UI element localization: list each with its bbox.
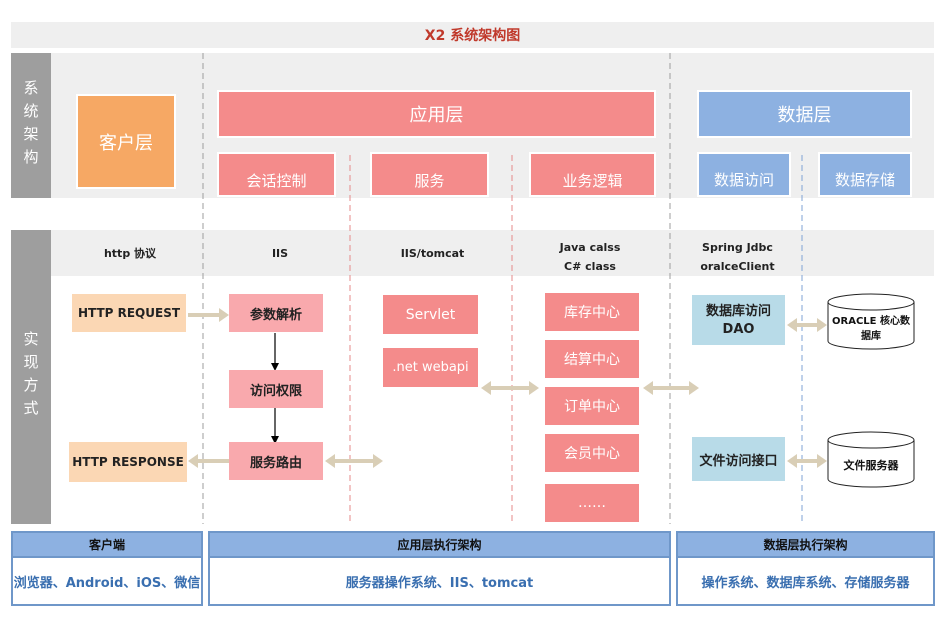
app-sub-session-label: 会话控制	[246, 172, 307, 190]
impl-header-http: http 协议	[60, 238, 200, 268]
impl-header-java-line1: Java calss	[559, 241, 621, 254]
impl-header-spring-line1: Spring Jdbc	[702, 241, 773, 254]
storage-file-label-box: 文件服务器	[828, 450, 914, 480]
data-sub-storage-label: 数据存储	[834, 171, 895, 189]
data-sub-storage: 数据存储	[818, 152, 912, 197]
footer-app-head: 应用层执行架构	[208, 531, 671, 558]
footer-app-head-label: 应用层执行架构	[397, 538, 482, 552]
data-sub-access-label: 数据访问	[713, 171, 774, 189]
app-sub-logic: 业务逻辑	[529, 152, 656, 197]
footer-client-head: 客户端	[11, 531, 203, 558]
app-layer-box: 应用层	[217, 90, 656, 138]
impl-header-spring: Spring Jdbc oralceClient	[680, 238, 795, 274]
footer-client-head-label: 客户端	[88, 538, 125, 552]
data-layer-box: 数据层	[697, 90, 912, 138]
logic-box-inventory-label: 库存中心	[564, 305, 620, 321]
impl-header-iis-label: IIS	[271, 246, 289, 260]
data-layer-label: 数据层	[777, 105, 832, 126]
footer-data-head: 数据层执行架构	[676, 531, 935, 558]
app-sub-service-label: 服务	[414, 172, 445, 190]
app-sub-service: 服务	[370, 152, 489, 197]
storage-file-label: 文件服务器	[843, 459, 899, 472]
storage-db-label: ORACLE 核心数据库	[832, 316, 910, 342]
footer-data-body: 操作系统、数据库系统、存储服务器	[676, 558, 935, 606]
footer-app-body: 服务器操作系统、IIS、tomcat	[208, 558, 671, 606]
footer-data-head-label: 数据层执行架构	[763, 538, 848, 552]
impl-header-iis: IIS	[210, 238, 350, 268]
side-label-implementation: 实现方式	[11, 230, 51, 524]
logic-box-member-label: 会员中心	[564, 446, 620, 462]
logic-box-inventory: 库存中心	[545, 293, 639, 331]
session-box-service-routing-label: 服务路由	[249, 455, 302, 471]
impl-header-iis-tomcat: IIS/tomcat	[360, 238, 505, 268]
data-access-dao-line1: 数据库访问	[705, 304, 771, 319]
data-access-dao-box: 数据库访问 DAO	[692, 295, 785, 345]
service-box-webapi: .net webapi	[383, 348, 478, 387]
implementation-header-band	[11, 230, 934, 276]
impl-header-java: Java calss C# class	[520, 238, 660, 274]
footer-data-body-label: 操作系统、数据库系统、存储服务器	[701, 575, 910, 591]
impl-header-spring-line2: oralceClient	[700, 260, 775, 273]
impl-header-iis-tomcat-label: IIS/tomcat	[400, 246, 465, 260]
footer-client-body-label: 浏览器、Android、iOS、微信	[13, 575, 201, 591]
storage-db-label-box: ORACLE 核心数据库	[828, 312, 914, 342]
http-response-box: HTTP RESPONSE	[69, 442, 187, 482]
impl-header-http-label: http 协议	[103, 247, 157, 260]
side-label-architecture: 系统架构	[11, 53, 51, 198]
data-sub-access: 数据访问	[697, 152, 791, 197]
session-box-param-parse-label: 参数解析	[249, 307, 302, 323]
footer-app-body-label: 服务器操作系统、IIS、tomcat	[345, 575, 534, 591]
session-box-access-control: 访问权限	[229, 370, 323, 408]
service-box-webapi-label: .net webapi	[392, 360, 469, 375]
http-request-box: HTTP REQUEST	[72, 294, 186, 332]
http-request-label: HTTP REQUEST	[77, 306, 181, 320]
database-cylinder-icon	[827, 293, 915, 350]
logic-box-member: 会员中心	[545, 434, 639, 472]
session-box-access-control-label: 访问权限	[249, 383, 302, 399]
logic-box-settlement-label: 结算中心	[564, 352, 620, 368]
http-response-label: HTTP RESPONSE	[72, 455, 184, 469]
logic-box-order-label: 订单中心	[564, 399, 620, 415]
client-layer-label: 客户层	[99, 132, 153, 154]
session-box-service-routing: 服务路由	[229, 442, 323, 480]
logic-box-more: ……	[545, 484, 639, 522]
title-bar: X2 系统架构图	[11, 22, 934, 48]
session-box-param-parse: 参数解析	[229, 294, 323, 332]
data-access-dao-line2: DAO	[722, 322, 755, 337]
file-server-cylinder-icon	[827, 431, 915, 488]
data-access-file-box: 文件访问接口	[692, 437, 785, 481]
impl-header-java-line2: C# class	[564, 260, 616, 273]
data-access-file-label: 文件访问接口	[699, 453, 778, 469]
app-layer-label: 应用层	[409, 105, 464, 126]
service-box-servlet: Servlet	[383, 295, 478, 334]
app-sub-logic-label: 业务逻辑	[562, 172, 623, 190]
logic-box-order: 订单中心	[545, 387, 639, 425]
app-sub-session: 会话控制	[217, 152, 336, 197]
logic-box-more-label: ……	[578, 495, 606, 511]
footer-client-body: 浏览器、Android、iOS、微信	[11, 558, 203, 606]
client-layer-box: 客户层	[76, 94, 176, 189]
service-box-servlet-label: Servlet	[405, 306, 456, 323]
page-title: X2 系统架构图	[424, 28, 521, 44]
logic-box-settlement: 结算中心	[545, 340, 639, 378]
